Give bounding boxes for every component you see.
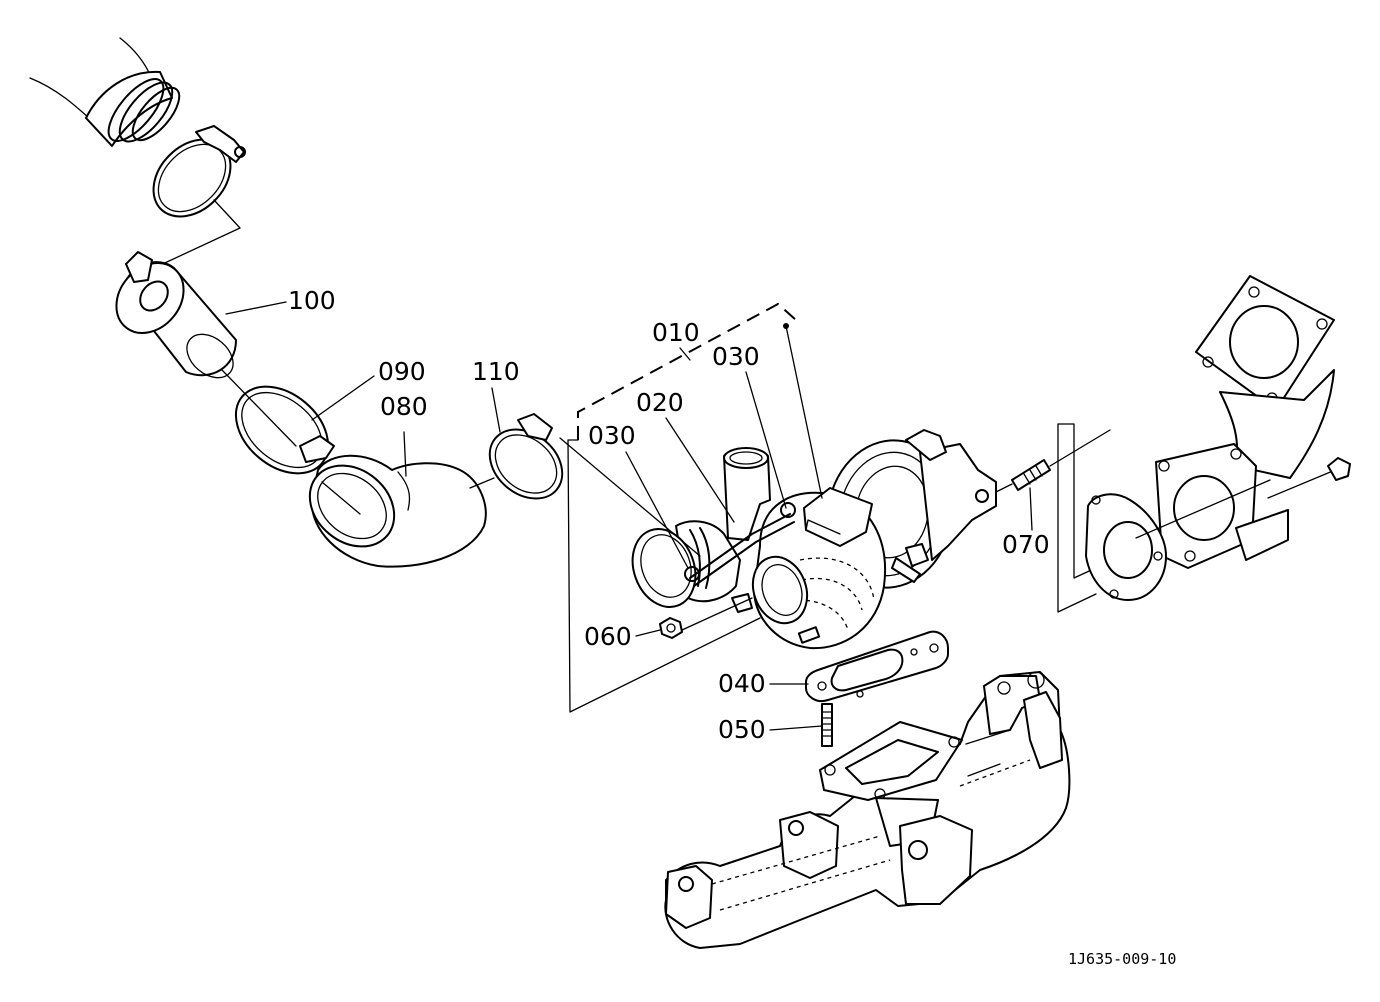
part-030-oil-pipe (684, 502, 796, 587)
diagram-reference-code: 1J635-009-10 (1068, 950, 1176, 968)
leader-100 (225, 301, 287, 315)
wastegate-actuator (631, 520, 753, 613)
assembly-010-dashed-boundary (577, 302, 797, 440)
label-010: 010 (652, 318, 700, 347)
label-050: 050 (718, 715, 766, 744)
label-110: 110 (472, 357, 520, 386)
leader-020 (665, 417, 735, 523)
part-100-intake-cylinder (115, 251, 237, 379)
label-100: 100 (288, 286, 336, 315)
leader-070 (1029, 487, 1033, 531)
part-060-nut (659, 617, 683, 639)
label-020: 020 (636, 388, 684, 417)
turbocharger-body (751, 429, 997, 650)
exhaust-gasket (1085, 493, 1167, 601)
leader-110 (491, 387, 501, 433)
part-110-hose-clamp (488, 413, 564, 500)
label-070: 070 (1002, 530, 1050, 559)
leader-060 (635, 629, 661, 637)
leader-010-dot (785, 325, 823, 499)
label-060: 060 (584, 622, 632, 651)
leader-030-top (745, 371, 787, 509)
label-090: 090 (378, 357, 426, 386)
leader-010 (679, 347, 691, 361)
label-080: 080 (380, 392, 428, 421)
part-020-pipe (723, 447, 771, 541)
leader-090 (311, 375, 375, 421)
leader-dot (783, 323, 789, 329)
upper-hose-clamp (152, 125, 246, 218)
leader-080 (403, 431, 407, 477)
exhaust-elbow (1155, 275, 1351, 569)
part-050-stud (821, 703, 833, 747)
part-090-hose-clamp (234, 385, 335, 475)
part-040-gasket (805, 630, 949, 702)
part-070-stud (1011, 459, 1051, 491)
part-080-elbow-hose (308, 454, 487, 568)
leader-050 (769, 725, 823, 731)
label-040: 040 (718, 669, 766, 698)
label-030-top: 030 (712, 342, 760, 371)
assembly-boundary-frame (567, 439, 761, 713)
leader-030-left (625, 451, 689, 569)
intake-pipe-end (29, 37, 181, 147)
label-030-left: 030 (588, 421, 636, 450)
exhaust-manifold (664, 671, 1071, 949)
